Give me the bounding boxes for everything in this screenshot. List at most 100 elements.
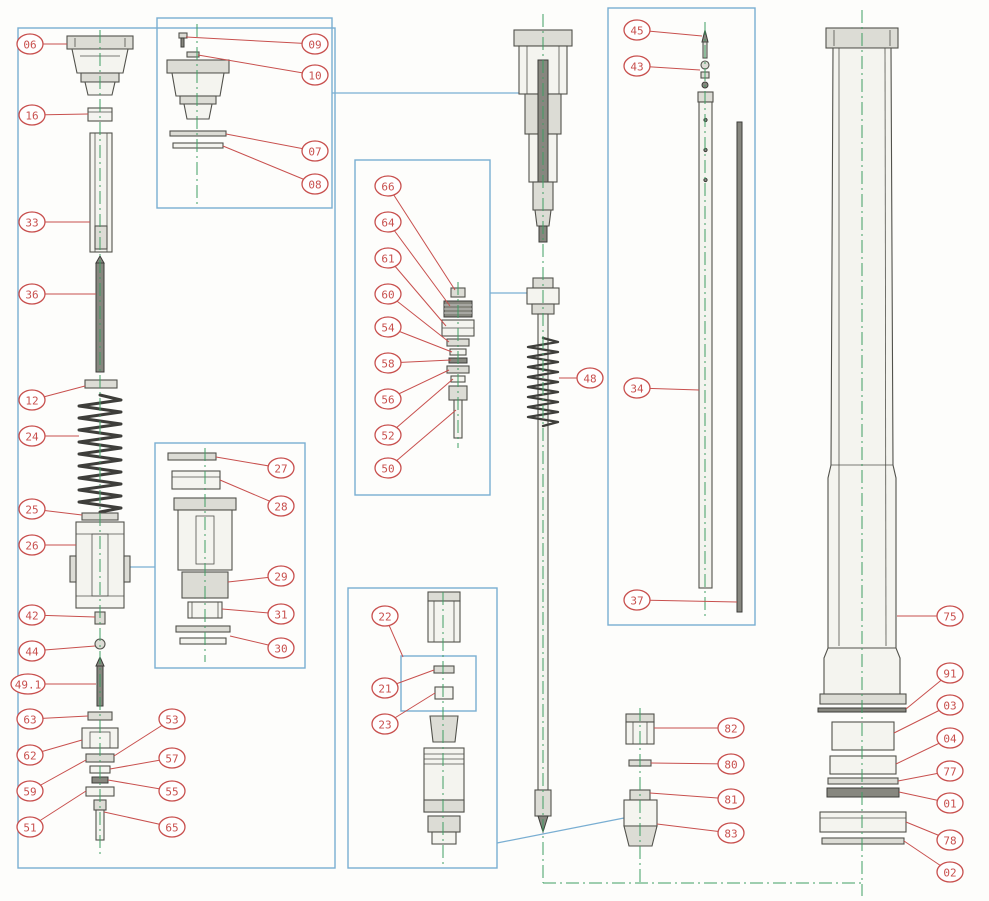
callout-bubble bbox=[936, 605, 964, 627]
callout-91: 91 bbox=[905, 662, 964, 710]
callout-bubble bbox=[18, 283, 46, 305]
callout-bubble bbox=[267, 565, 295, 587]
part-washer-12 bbox=[84, 379, 118, 389]
callout-number: 09 bbox=[308, 39, 321, 52]
callout-bubble bbox=[623, 589, 651, 611]
callout-66: 66 bbox=[374, 175, 456, 291]
callout-bubble bbox=[18, 425, 46, 447]
callout-bubble bbox=[374, 283, 402, 305]
callout-43: 43 bbox=[623, 55, 701, 77]
piston-detail-drawing bbox=[167, 452, 237, 645]
callout-28: 28 bbox=[219, 479, 295, 517]
callout-bubble bbox=[158, 708, 186, 730]
callout-number: 78 bbox=[943, 835, 956, 848]
callout-number: 63 bbox=[23, 714, 36, 727]
callout-number: 07 bbox=[308, 146, 321, 159]
callout-number: 33 bbox=[25, 217, 38, 230]
centerlines bbox=[99, 10, 863, 896]
callout-bubble bbox=[158, 747, 186, 769]
callout-59: 59 bbox=[16, 759, 87, 802]
callout-number: 50 bbox=[381, 463, 394, 476]
callout-bubble bbox=[16, 744, 44, 766]
callout-number: 26 bbox=[25, 540, 38, 553]
callout-bubble bbox=[374, 388, 402, 410]
callout-number: 54 bbox=[381, 322, 395, 335]
callout-bubble bbox=[623, 19, 651, 41]
callout-leader-line bbox=[387, 257, 447, 327]
callout-bubble bbox=[374, 247, 402, 269]
detail-boxes bbox=[17, 7, 756, 869]
callout-bubble bbox=[267, 603, 295, 625]
callout-57: 57 bbox=[109, 747, 186, 770]
callout-60: 60 bbox=[374, 283, 450, 343]
callout-31: 31 bbox=[221, 603, 295, 625]
callout-83: 83 bbox=[656, 822, 745, 844]
callout-number: 27 bbox=[274, 463, 287, 476]
callout-25: 25 bbox=[18, 498, 83, 520]
callout-49.1: 49.1 bbox=[10, 673, 96, 695]
callout-45: 45 bbox=[623, 19, 703, 41]
callout-number: 83 bbox=[724, 828, 737, 841]
callout-number: 58 bbox=[381, 358, 394, 371]
callout-number: 91 bbox=[943, 668, 956, 681]
callout-number: 80 bbox=[724, 759, 737, 772]
callout-number: 16 bbox=[25, 110, 38, 123]
callout-77: 77 bbox=[897, 760, 964, 782]
callout-bubble bbox=[936, 662, 964, 684]
seal-stack-drawing bbox=[817, 707, 907, 845]
callout-number: 08 bbox=[308, 179, 321, 192]
callout-number: 81 bbox=[724, 794, 737, 807]
callout-number: 22 bbox=[378, 611, 391, 624]
callout-81: 81 bbox=[649, 788, 745, 810]
callout-07: 07 bbox=[225, 133, 329, 162]
callout-bubble bbox=[374, 316, 402, 338]
callout-number: 36 bbox=[25, 289, 38, 302]
callout-leader-line bbox=[222, 145, 316, 185]
callout-number: 03 bbox=[943, 700, 956, 713]
callout-number: 60 bbox=[381, 289, 394, 302]
callout-bubble bbox=[301, 64, 329, 86]
callout-27: 27 bbox=[215, 456, 295, 479]
callout-leader-line bbox=[387, 293, 450, 343]
callout-bubble bbox=[158, 816, 186, 838]
callout-bubble bbox=[936, 694, 964, 716]
callout-26: 26 bbox=[18, 534, 76, 556]
callout-number: 02 bbox=[943, 867, 956, 880]
callout-number: 59 bbox=[23, 786, 36, 799]
inner-detail-box bbox=[400, 655, 477, 712]
callout-02: 02 bbox=[903, 840, 964, 883]
callout-leader-line bbox=[197, 54, 316, 76]
callout-75: 75 bbox=[897, 605, 964, 627]
callout-number: 42 bbox=[25, 610, 38, 623]
callout-leader-line bbox=[225, 133, 316, 152]
part-main-spring bbox=[77, 393, 123, 514]
callout-01: 01 bbox=[898, 791, 964, 814]
callout-number: 55 bbox=[165, 786, 178, 799]
callout-number: 45 bbox=[630, 25, 643, 38]
callout-78: 78 bbox=[905, 821, 964, 851]
callout-bubble bbox=[717, 753, 745, 775]
callout-number: 31 bbox=[274, 609, 287, 622]
part-upper-tube bbox=[89, 132, 113, 253]
outer-tube-drawing bbox=[819, 27, 907, 705]
cap-detail-drawing bbox=[166, 32, 230, 149]
callout-number: 65 bbox=[165, 822, 178, 835]
callout-30: 30 bbox=[229, 635, 295, 659]
callout-number: 04 bbox=[943, 733, 957, 746]
callout-bubble bbox=[374, 424, 402, 446]
callout-number: 34 bbox=[630, 383, 644, 396]
callout-number: 44 bbox=[25, 646, 39, 659]
callout-number: 57 bbox=[165, 753, 178, 766]
callout-51: 51 bbox=[16, 790, 87, 838]
callout-12: 12 bbox=[18, 385, 86, 411]
callout-number: 82 bbox=[724, 723, 737, 736]
callout-leader-line bbox=[636, 599, 738, 603]
callout-52: 52 bbox=[374, 378, 454, 446]
callout-bubble bbox=[18, 104, 46, 126]
callout-53: 53 bbox=[113, 708, 186, 757]
callout-number: 49.1 bbox=[15, 679, 42, 692]
callout-bubble bbox=[374, 352, 402, 374]
callout-number: 23 bbox=[378, 719, 391, 732]
callout-bubble bbox=[301, 173, 329, 195]
callout-leader-line bbox=[387, 221, 451, 307]
